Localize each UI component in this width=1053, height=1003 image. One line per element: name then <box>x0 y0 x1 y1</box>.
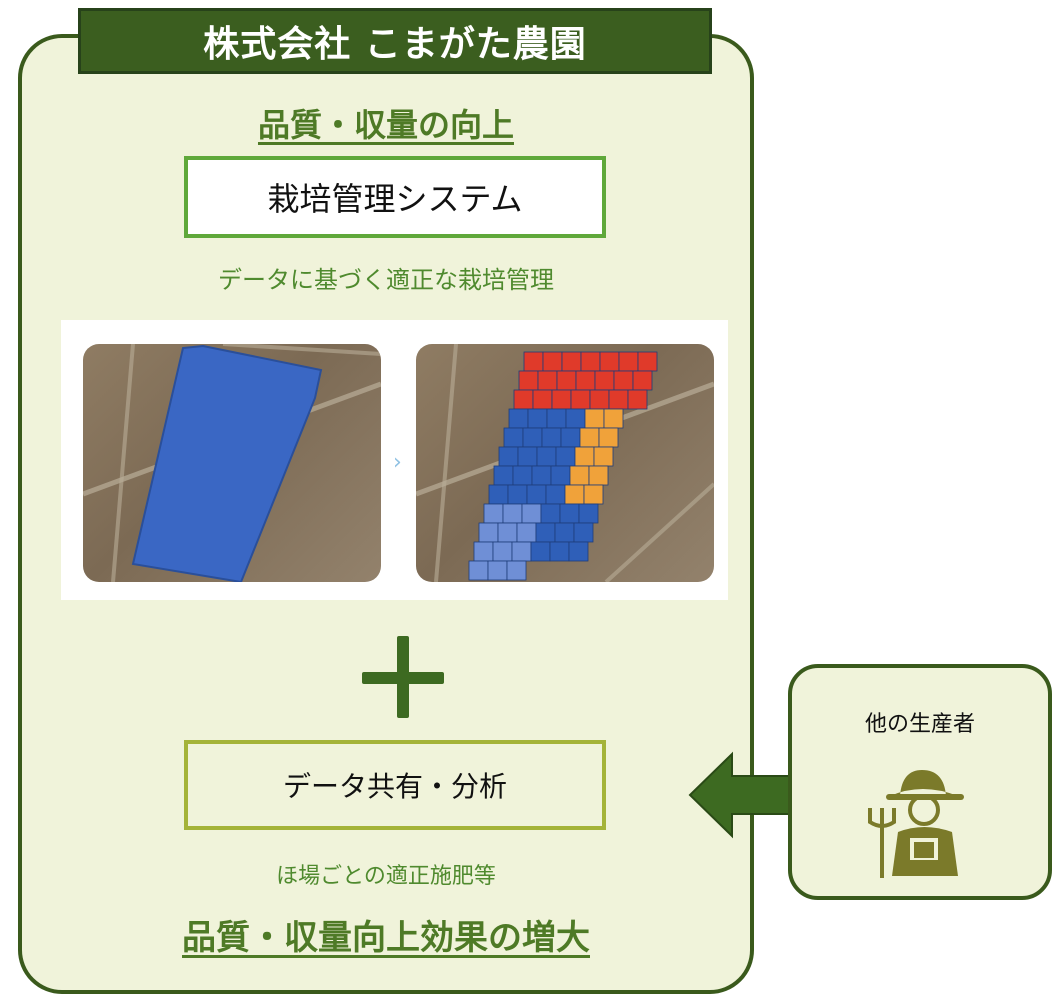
field-zone-cell <box>618 351 639 372</box>
field-zone-cell <box>588 465 609 486</box>
field-zone-cell <box>599 351 620 372</box>
field-uniform-blue-image <box>83 344 381 582</box>
field-zone-cell <box>555 446 576 467</box>
field-zone-cell <box>550 465 571 486</box>
field-grid-zoned-image <box>416 344 714 582</box>
field-zone-cell <box>574 446 595 467</box>
cultivation-system-label: 栽培管理システム <box>267 180 523 218</box>
field-zone-cell <box>580 351 601 372</box>
fertilization-caption: ほ場ごとの適正施肥等 <box>276 864 496 889</box>
field-zone-cell <box>565 408 586 429</box>
field-zone-cell <box>508 408 529 429</box>
field-zone-cell <box>531 465 552 486</box>
field-map-strip: › <box>61 320 728 600</box>
field-zone-cell <box>523 351 544 372</box>
field-zone-cell <box>511 541 532 562</box>
field-zone-cell <box>521 503 542 524</box>
field-zone-cell <box>532 389 553 410</box>
field-zone-cell <box>578 503 599 524</box>
heading-effect-increase: 品質・収量向上効果の増大 <box>182 918 590 958</box>
field-zone-cell <box>598 427 619 448</box>
field-zone-cell <box>536 446 557 467</box>
field-zone-cell <box>579 427 600 448</box>
cultivation-system-box: 栽培管理システム <box>184 156 606 238</box>
field-zone-cell <box>593 446 614 467</box>
field-map-after <box>416 344 714 582</box>
field-zone-cell <box>468 560 489 581</box>
heading-quality-yield: 品質・収量の向上 <box>257 106 514 144</box>
title-banner: 株式会社 こまがた農園 <box>78 8 712 74</box>
field-zone-cell <box>594 370 615 391</box>
field-zone-cell <box>478 522 499 543</box>
field-zone-cell <box>542 351 563 372</box>
field-zone-cell <box>473 541 494 562</box>
field-zone-cell <box>513 389 534 410</box>
field-zone-cell <box>546 408 567 429</box>
field-zone-cell <box>518 370 539 391</box>
field-zone-cell <box>503 427 524 448</box>
field-zone-cell <box>568 541 589 562</box>
field-map-before <box>83 344 381 582</box>
field-zone-cell <box>608 389 629 410</box>
field-zone-cell <box>498 446 519 467</box>
field-zone-cell <box>584 408 605 429</box>
field-zone-cell <box>559 503 580 524</box>
field-zone-cell <box>564 484 585 505</box>
field-zone-cell <box>549 541 570 562</box>
field-zone-cell <box>527 408 548 429</box>
field-zone-cell <box>537 370 558 391</box>
field-zone-cell <box>516 522 537 543</box>
field-zone-cell <box>551 389 572 410</box>
field-zone-cell <box>488 484 509 505</box>
field-zone-cell <box>603 408 624 429</box>
field-zone-cell <box>530 541 551 562</box>
field-zone-cell <box>517 446 538 467</box>
field-zone-cell <box>556 370 577 391</box>
title-text: 株式会社 こまがた農園 <box>203 24 587 65</box>
field-zone-cell <box>512 465 533 486</box>
field-zone-cell <box>545 484 566 505</box>
field-zone-cell <box>613 370 634 391</box>
cultivation-caption: データに基づく適正な栽培管理 <box>218 266 554 294</box>
field-zone-cell <box>561 351 582 372</box>
field-zone-cell <box>573 522 594 543</box>
field-zone-cell <box>627 389 648 410</box>
field-zone-cell <box>506 560 527 581</box>
field-zone-cell <box>583 484 604 505</box>
field-zone-cell <box>569 465 590 486</box>
other-producers-label: 他の生産者 <box>864 712 975 737</box>
field-zone-cell <box>589 389 610 410</box>
farmer-icon <box>868 770 964 878</box>
field-zone-cell <box>637 351 658 372</box>
field-zone-cell <box>560 427 581 448</box>
field-zone-cell <box>487 560 508 581</box>
field-zone-cell <box>541 427 562 448</box>
chevron-right-icon: › <box>393 450 402 475</box>
field-zone-cell <box>632 370 653 391</box>
data-sharing-box: データ共有・分析 <box>184 740 606 830</box>
field-zone-cell <box>535 522 556 543</box>
field-zone-cell <box>497 522 518 543</box>
field-zone-cell <box>522 427 543 448</box>
field-zone-cell <box>483 503 504 524</box>
data-sharing-label: データ共有・分析 <box>282 770 507 803</box>
field-zone-cell <box>575 370 596 391</box>
field-zone-cell <box>492 541 513 562</box>
field-zone-cell <box>570 389 591 410</box>
field-zone-cell <box>507 484 528 505</box>
field-zone-cell <box>540 503 561 524</box>
field-zone-cell <box>493 465 514 486</box>
plus-icon <box>358 632 448 722</box>
field-zone-cell <box>526 484 547 505</box>
other-producers-box: 他の生産者 <box>788 664 1052 900</box>
field-zone-cell <box>502 503 523 524</box>
field-zone-cell <box>554 522 575 543</box>
